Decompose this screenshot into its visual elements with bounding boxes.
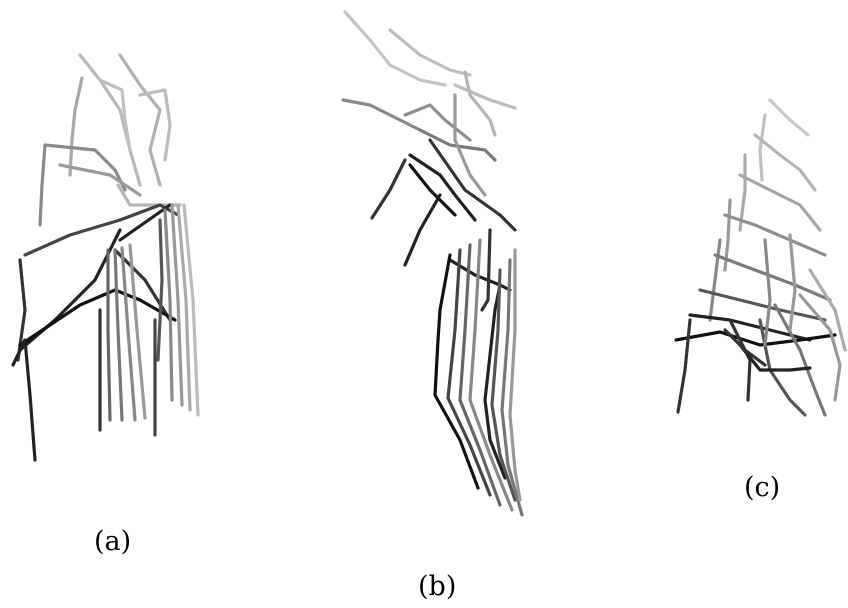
skeleton-stroke [700, 290, 825, 320]
panel-label-b: (b) [418, 573, 456, 600]
skeleton-stroke [25, 205, 178, 255]
skeleton-stroke [20, 230, 120, 350]
skeleton-stroke [100, 80, 130, 150]
skeleton-stroke [715, 255, 830, 300]
skeleton-stroke [372, 160, 405, 218]
skeleton-stroke [465, 72, 495, 135]
panel-b-skeletons [343, 12, 522, 515]
skeleton-stroke [45, 145, 125, 190]
skeleton-stroke [676, 332, 835, 345]
skeleton-stroke [60, 165, 140, 195]
skeleton-stroke [20, 290, 175, 345]
skeleton-stroke [678, 320, 690, 412]
skeleton-stroke [13, 340, 35, 460]
skeleton-stroke [345, 12, 445, 85]
skeleton-stroke [405, 195, 440, 265]
skeleton-stroke [730, 320, 750, 400]
skeleton-stroke [390, 30, 470, 75]
skeleton-stroke [760, 115, 765, 180]
panel-a-skeletons [13, 55, 198, 460]
skeleton-stroke [108, 250, 110, 420]
panel-label-c: (c) [744, 474, 780, 501]
skeleton-stroke [775, 305, 825, 415]
skeleton-stroke [405, 105, 470, 140]
skeleton-stroke [510, 250, 520, 500]
skeleton-stroke [115, 250, 122, 420]
skeleton-stroke [755, 135, 815, 190]
skeleton-stroke [158, 220, 162, 360]
skeleton-stroke [40, 145, 45, 225]
skeleton-stroke [70, 78, 82, 175]
skeleton-stroke [710, 240, 720, 320]
panel-label-a: (a) [94, 528, 131, 555]
panel-c-skeletons [676, 100, 845, 415]
skeleton-stroke [455, 85, 515, 108]
skeleton-stroke [482, 230, 490, 310]
skeleton-stroke [165, 210, 172, 400]
skeleton-stroke [725, 215, 825, 255]
skeleton-stroke [770, 100, 808, 135]
